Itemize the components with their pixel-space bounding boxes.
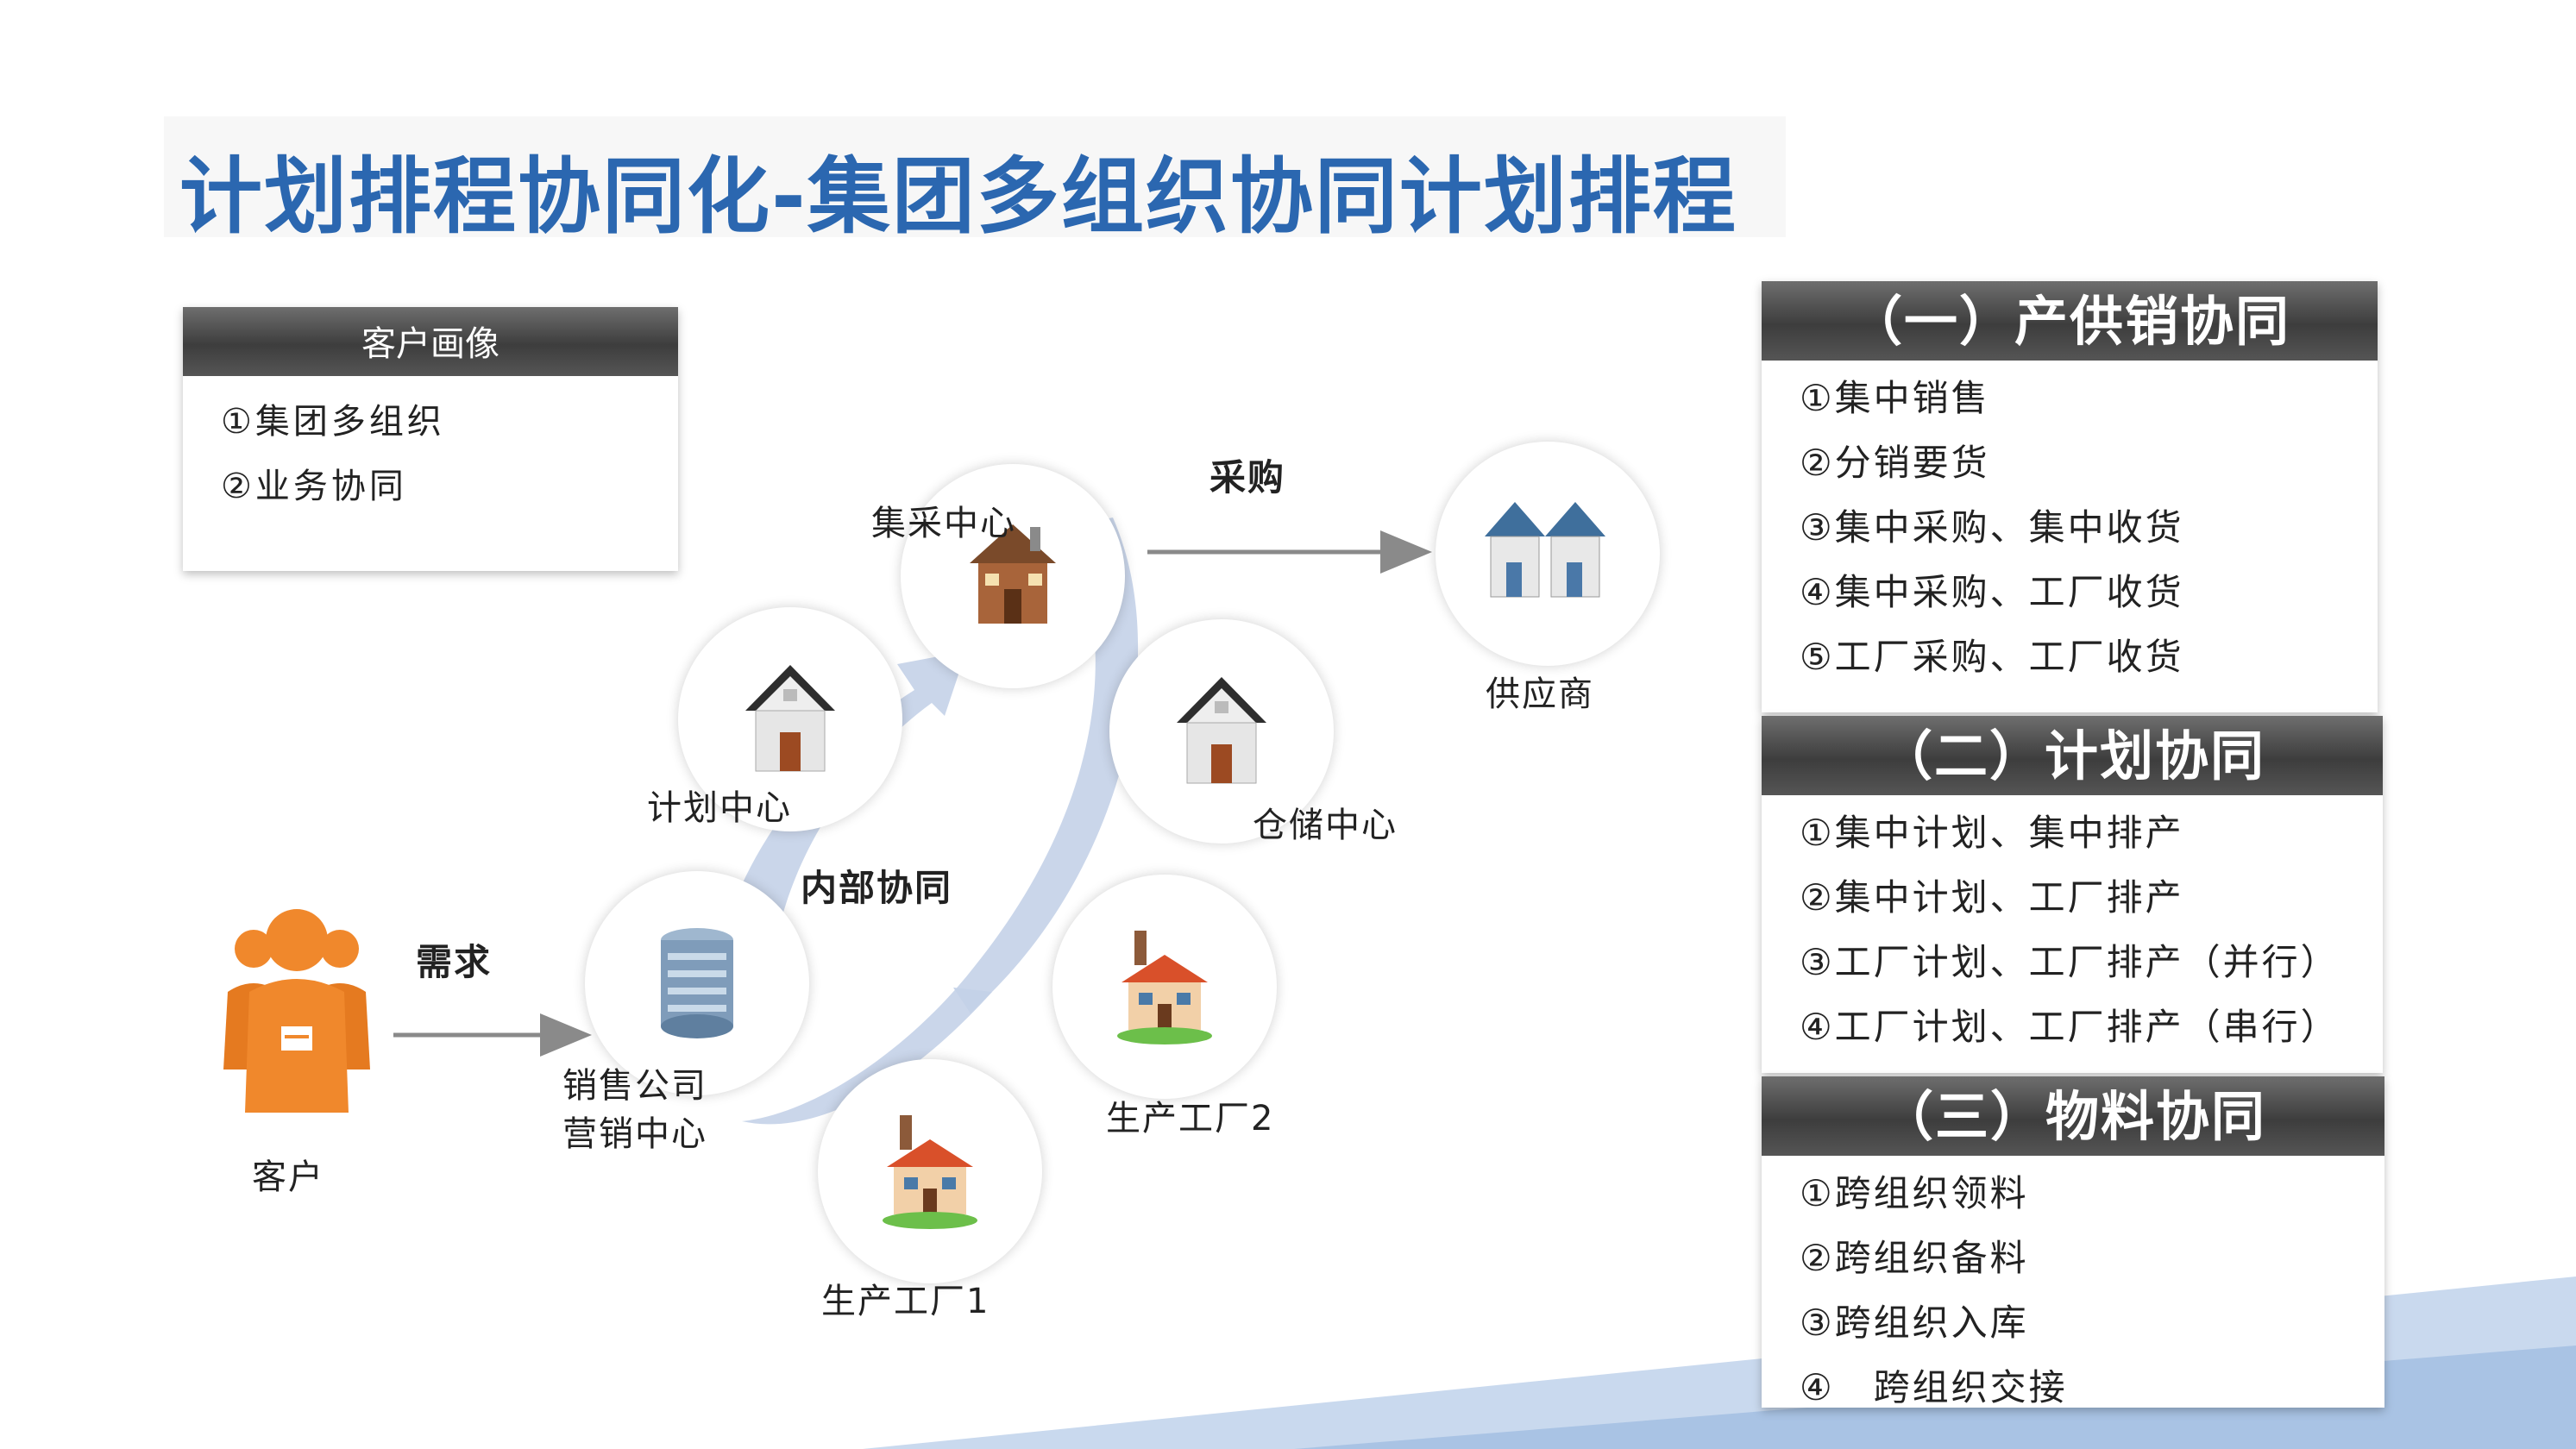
list-item: ⑤工厂采购、工厂收货 bbox=[1800, 636, 2184, 678]
panel-supply-sales-list: ①集中销售 ②分销要货 ③集中采购、集中收货 ④集中采购、工厂收货 ⑤工厂采购、… bbox=[1762, 361, 2378, 689]
warehouse-center-node bbox=[1109, 619, 1334, 844]
panel-plan-collaboration-list: ①集中计划、集中排产 ②集中计划、工厂排产 ③工厂计划、工厂排产（并行） ④工厂… bbox=[1762, 795, 2383, 1059]
customer-profile-item: ②业务协同 bbox=[221, 467, 407, 506]
demand-label: 需求 bbox=[416, 941, 493, 983]
list-item: ③工厂计划、工厂排产（并行） bbox=[1800, 941, 2340, 983]
panel-plan-collaboration-header: （二）计划协同 bbox=[1762, 716, 2383, 795]
list-item: ②分销要货 bbox=[1800, 442, 1990, 484]
house-icon bbox=[745, 665, 835, 772]
office-building-icon bbox=[661, 928, 733, 1038]
panel-supply-sales-header: （一）产供销协同 bbox=[1762, 281, 2378, 361]
house-icon bbox=[1177, 677, 1266, 784]
panel-material-collaboration: （三）物料协同 ①跨组织领料 ②跨组织备料 ③跨组织入库 ④ 跨组织交接 bbox=[1762, 1076, 2384, 1408]
warehouse-center-label: 仓储中心 bbox=[1253, 806, 1398, 845]
factory-icon bbox=[1117, 931, 1212, 1044]
list-item: ④ 跨组织交接 bbox=[1800, 1366, 2068, 1408]
factory1-label: 生产工厂1 bbox=[821, 1282, 990, 1321]
list-item: ③跨组织入库 bbox=[1800, 1302, 2029, 1344]
internal-collaboration-label: 内部协同 bbox=[801, 867, 953, 909]
list-item: ②集中计划、工厂排产 bbox=[1800, 876, 2184, 919]
list-item: ②跨组织备料 bbox=[1800, 1237, 2029, 1279]
customer-label: 客户 bbox=[252, 1157, 324, 1197]
factory2-node bbox=[1052, 875, 1277, 1099]
brick-house-icon bbox=[970, 524, 1056, 624]
supplier-label: 供应商 bbox=[1486, 674, 1594, 714]
list-item: ①集中计划、集中排产 bbox=[1800, 812, 2184, 854]
twin-houses-icon bbox=[1485, 502, 1605, 598]
plan-center-node bbox=[678, 607, 902, 831]
marketing-center-label: 营销中心 bbox=[562, 1114, 707, 1154]
list-item: ③集中采购、集中收货 bbox=[1800, 506, 2184, 549]
purchase-label: 采购 bbox=[1209, 456, 1286, 499]
plan-center-label: 计划中心 bbox=[647, 788, 792, 828]
customer-profile-header: 客户画像 bbox=[183, 307, 678, 376]
list-item: ①跨组织领料 bbox=[1800, 1172, 2029, 1214]
panel-plan-collaboration: （二）计划协同 ①集中计划、集中排产 ②集中计划、工厂排产 ③工厂计划、工厂排产… bbox=[1762, 716, 2383, 1073]
list-item: ①集中销售 bbox=[1800, 377, 1990, 419]
supplier-node bbox=[1436, 442, 1660, 666]
list-item: ④工厂计划、工厂排产（串行） bbox=[1800, 1006, 2340, 1048]
factory1-node bbox=[818, 1059, 1042, 1283]
internal-collaboration-swirl bbox=[953, 988, 992, 1013]
factory2-label: 生产工厂2 bbox=[1106, 1099, 1275, 1138]
panel-material-collaboration-header: （三）物料协同 bbox=[1762, 1076, 2384, 1156]
sales-center-node bbox=[585, 871, 809, 1095]
page-title: 计划排程协同化-集团多组织协同计划排程 bbox=[179, 148, 1737, 245]
jicai-center-label: 集采中心 bbox=[871, 504, 1016, 543]
customer-profile-list: ①集团多组织 ②业务协同 bbox=[183, 376, 678, 519]
customer-profile-item: ①集团多组织 bbox=[221, 402, 445, 442]
panel-material-collaboration-list: ①跨组织领料 ②跨组织备料 ③跨组织入库 ④ 跨组织交接 bbox=[1762, 1156, 2384, 1420]
factory-icon bbox=[883, 1115, 977, 1229]
jicai-center-node bbox=[901, 464, 1125, 688]
people-group-icon bbox=[223, 909, 370, 1113]
list-item: ④集中采购、工厂收货 bbox=[1800, 571, 2184, 613]
sales-company-label: 销售公司 bbox=[562, 1066, 707, 1106]
customer-profile-panel: 客户画像 ①集团多组织 ②业务协同 bbox=[183, 307, 678, 571]
panel-supply-sales: （一）产供销协同 ①集中销售 ②分销要货 ③集中采购、集中收货 ④集中采购、工厂… bbox=[1762, 281, 2378, 712]
